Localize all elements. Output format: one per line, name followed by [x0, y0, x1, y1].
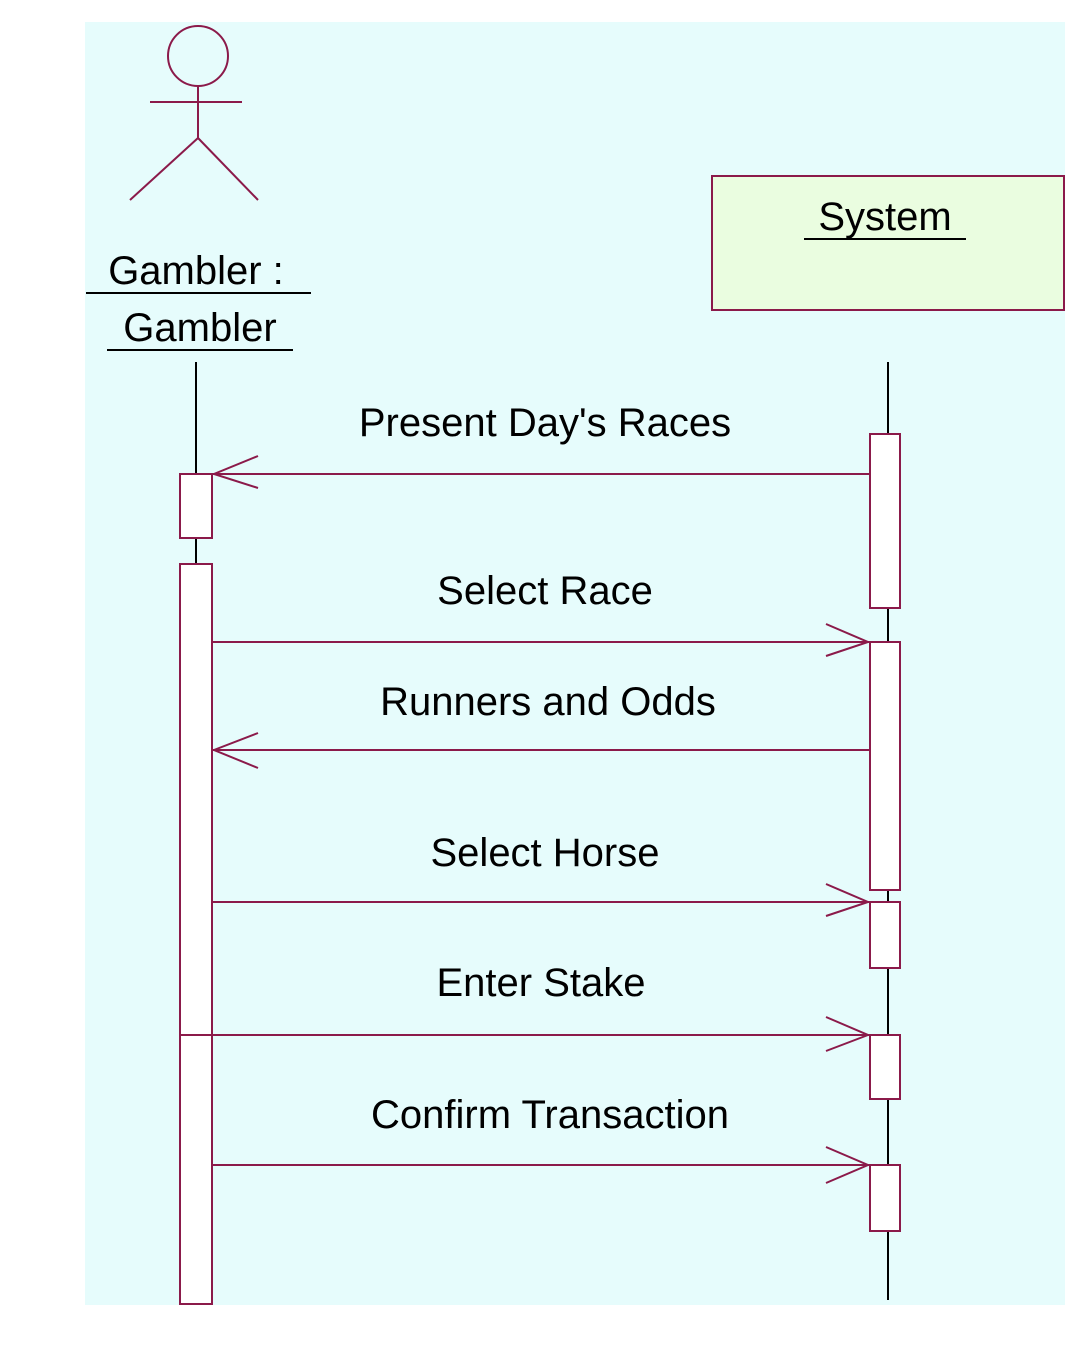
message-label: Confirm Transaction [371, 1093, 729, 1137]
actor-activations [179, 473, 213, 1305]
message-label: Select Horse [431, 831, 660, 875]
actor-name-line2: Gambler [123, 306, 276, 350]
system-activation-bar [869, 901, 901, 969]
system-object-name: System [818, 195, 951, 239]
message-select-race: Select Race [212, 569, 871, 657]
message-present-days-races: Present Day's Races [211, 401, 870, 489]
message-label: Enter Stake [436, 961, 645, 1005]
system-activation-bar [869, 1034, 901, 1100]
actor-activation-bar [179, 563, 213, 1305]
system-activation-bar [869, 641, 901, 891]
system-activation-bar [869, 1164, 901, 1232]
message-select-horse: Select Horse [212, 831, 871, 917]
actor-activation-bar [179, 473, 213, 539]
message-enter-stake: Enter Stake [180, 961, 871, 1052]
message-runners-and-odds: Runners and Odds [211, 680, 870, 769]
system-object-box [711, 175, 1065, 311]
actor-name-line1: Gambler : [108, 249, 284, 293]
open-arrowhead-left-icon [211, 455, 259, 489]
message-label: Runners and Odds [380, 680, 716, 724]
open-arrowhead-left-icon [211, 732, 259, 769]
open-arrowhead-right-icon [825, 1016, 871, 1052]
message-label: Select Race [437, 569, 653, 613]
system-activations [869, 433, 901, 1232]
actor-stick-figure-icon [129, 25, 259, 201]
system-activation-bar [869, 433, 901, 609]
open-arrowhead-right-icon [825, 623, 871, 657]
open-arrowhead-right-icon [825, 1146, 871, 1184]
actor-right-leg [197, 137, 259, 201]
message-label: Present Day's Races [359, 401, 731, 445]
actor-left-leg [129, 137, 199, 201]
message-confirm-transaction: Confirm Transaction [212, 1093, 871, 1184]
open-arrowhead-right-icon [825, 883, 871, 917]
